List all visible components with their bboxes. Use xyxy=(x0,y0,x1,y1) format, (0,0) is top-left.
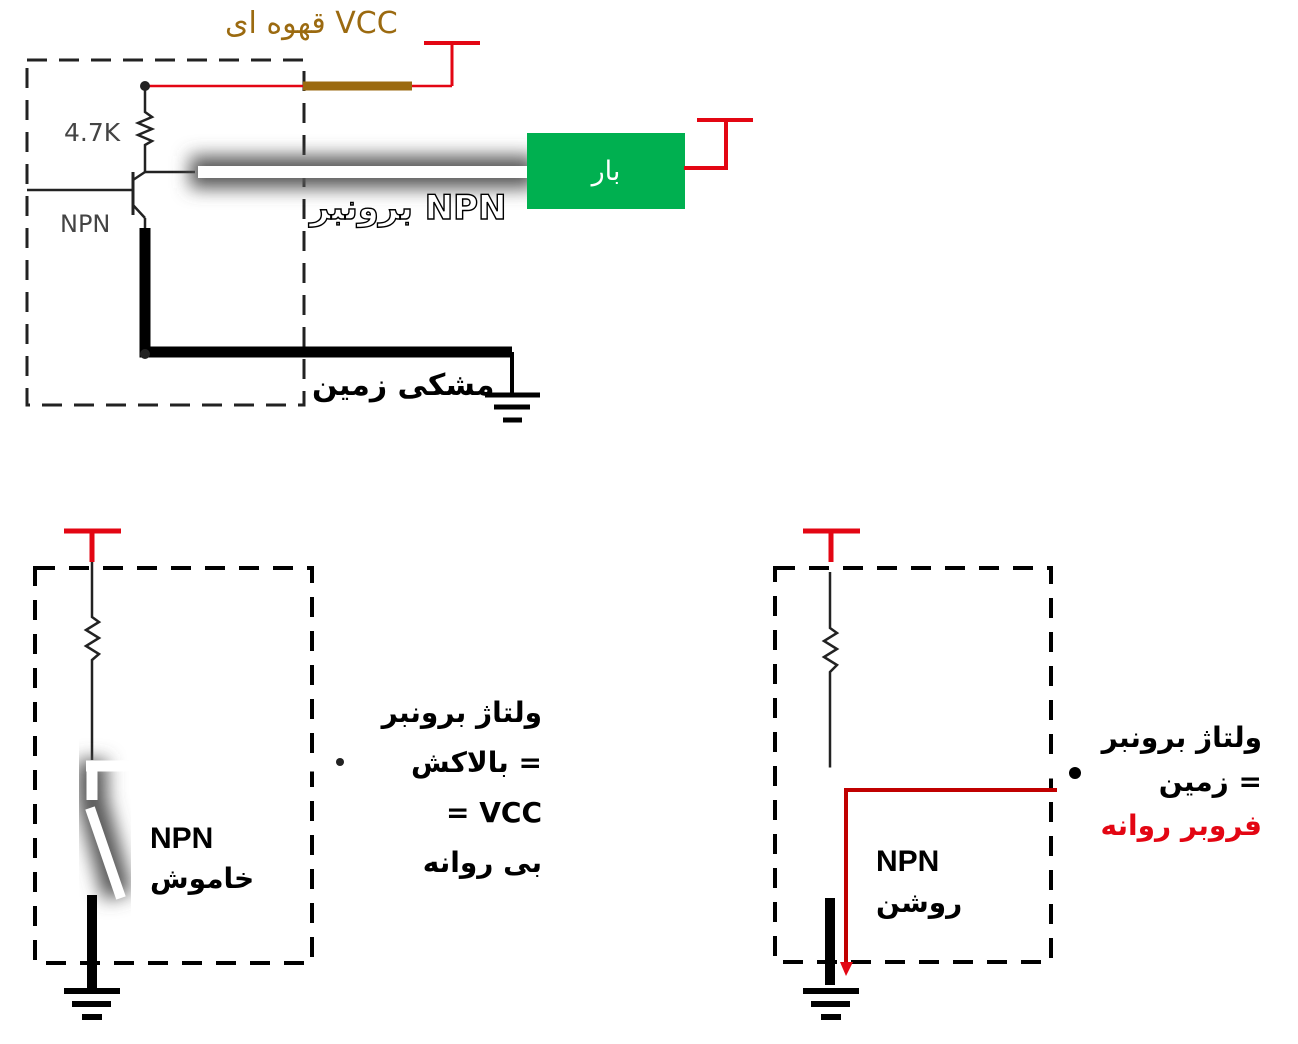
load-box xyxy=(527,133,685,209)
off-ground-symbol xyxy=(64,988,120,1020)
output-label: NPN برونبر xyxy=(309,187,507,228)
pullup-resistor xyxy=(134,86,156,172)
output-wire xyxy=(190,156,535,188)
off-description: ولتاژ برونبر = بالاکش VCC = بی روانه xyxy=(380,688,542,888)
on-circuit xyxy=(773,528,1081,1020)
top-circuit xyxy=(25,41,753,423)
npn-transistor-symbol xyxy=(27,170,195,228)
off-description-line: بی روانه xyxy=(422,846,542,879)
resistor-value-label: 4.7K xyxy=(64,118,121,147)
sensor-boundary-box xyxy=(25,58,306,407)
off-state-label: خاموش xyxy=(150,862,255,895)
on-current-arrow xyxy=(840,788,1057,976)
on-state-label: روشن xyxy=(876,886,963,919)
supply-wire-label: VCC قهوه ای xyxy=(225,6,398,41)
off-transistor-type-label: NPN xyxy=(150,822,214,855)
on-vcc-symbol xyxy=(803,528,860,562)
off-pullup-resistor xyxy=(83,562,102,760)
on-boundary-box xyxy=(773,566,1053,964)
on-highlight-label: فروبر روانه xyxy=(1100,809,1262,842)
on-transistor-type-label: NPN xyxy=(876,845,940,878)
off-vcc-symbol xyxy=(64,528,121,562)
ground-wire xyxy=(139,228,512,358)
off-description-line: VCC = xyxy=(446,796,542,829)
off-circuit xyxy=(33,528,344,1020)
off-boundary-box xyxy=(33,566,314,965)
on-pullup-resistor xyxy=(821,572,840,768)
off-open-switch xyxy=(85,806,126,900)
on-description: ولتاژ برونبر = زمین فروبر روانه xyxy=(1100,716,1262,848)
transistor-type-label: NPN xyxy=(60,210,111,238)
on-ground-symbol xyxy=(803,988,859,1020)
ground-wire-label: مشکی زمین xyxy=(312,368,495,403)
load-vcc-symbol xyxy=(684,118,753,170)
on-description-line: = زمین xyxy=(1158,765,1262,798)
ground-symbol xyxy=(485,352,540,423)
off-description-line: ولتاژ برونبر xyxy=(381,696,542,729)
vcc-symbol xyxy=(424,41,480,86)
on-description-line: ولتاژ برونبر xyxy=(1101,721,1262,754)
on-output-wire xyxy=(823,767,1074,900)
load-label: بار xyxy=(591,155,621,187)
off-description-line: = بالاکش xyxy=(411,746,542,779)
off-output-wire xyxy=(86,760,338,800)
